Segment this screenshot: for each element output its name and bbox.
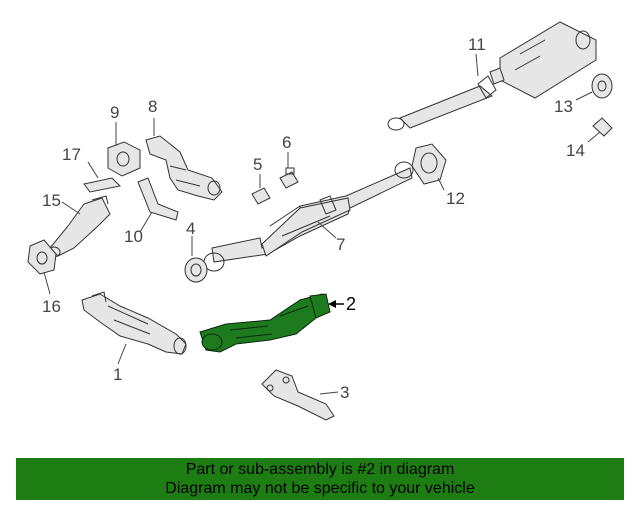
- leader-lines: [43, 53, 601, 395]
- part-4-gasket[interactable]: [184, 257, 208, 283]
- callout-7: 7: [336, 235, 345, 254]
- callout-12: 12: [446, 189, 465, 208]
- banner-line-1: Part or sub-assembly is #2 in diagram: [185, 461, 455, 478]
- callout-10: 10: [124, 227, 143, 246]
- part-1-front-pipe[interactable]: [81, 291, 187, 355]
- banner-line-2: Diagram may not be specific to your vehi…: [165, 480, 475, 497]
- part-13-hanger[interactable]: [591, 73, 613, 99]
- callout-9: 9: [110, 103, 119, 122]
- callout-17: 17: [62, 145, 81, 164]
- callout-15: 15: [42, 191, 61, 210]
- part-11-muffler[interactable]: [387, 21, 597, 131]
- part-5-bolt[interactable]: [251, 187, 271, 205]
- exhaust-diagram: 1 2 3 4 5 6 7 8 9 10 11 12 13 14 15 16 1…: [27, 21, 613, 421]
- callout-5: 5: [253, 155, 262, 174]
- part-info-banner: Part or sub-assembly is #2 in diagram Di…: [16, 458, 624, 500]
- callout-1: 1: [113, 365, 122, 384]
- part-6-bolt[interactable]: [279, 167, 299, 189]
- part-3-bracket[interactable]: [261, 369, 335, 421]
- part-10-bracket[interactable]: [137, 177, 179, 221]
- callout-6: 6: [282, 133, 291, 152]
- callout-4: 4: [186, 219, 195, 238]
- callout-16: 16: [42, 297, 61, 316]
- callout-11: 11: [468, 35, 486, 54]
- callout-14: 14: [566, 141, 585, 160]
- part-8-manifold[interactable]: [145, 135, 223, 201]
- callout-8: 8: [148, 97, 157, 116]
- part-17-gasket[interactable]: [83, 177, 122, 193]
- part-12-gasket[interactable]: [411, 143, 447, 185]
- callout-labels: 1 2 3 4 5 6 7 8 9 10 11 12 13 14 15 16 1…: [42, 35, 585, 402]
- part-16-gasket[interactable]: [27, 239, 57, 275]
- part-9-gasket[interactable]: [107, 141, 141, 177]
- callout-13: 13: [554, 97, 573, 116]
- part-14-bolt[interactable]: [592, 117, 613, 137]
- callout-2: 2: [346, 294, 356, 314]
- part-2-catalytic-converter[interactable]: [199, 293, 331, 353]
- part-7-center-pipe[interactable]: [203, 161, 414, 272]
- callout-3: 3: [340, 383, 349, 402]
